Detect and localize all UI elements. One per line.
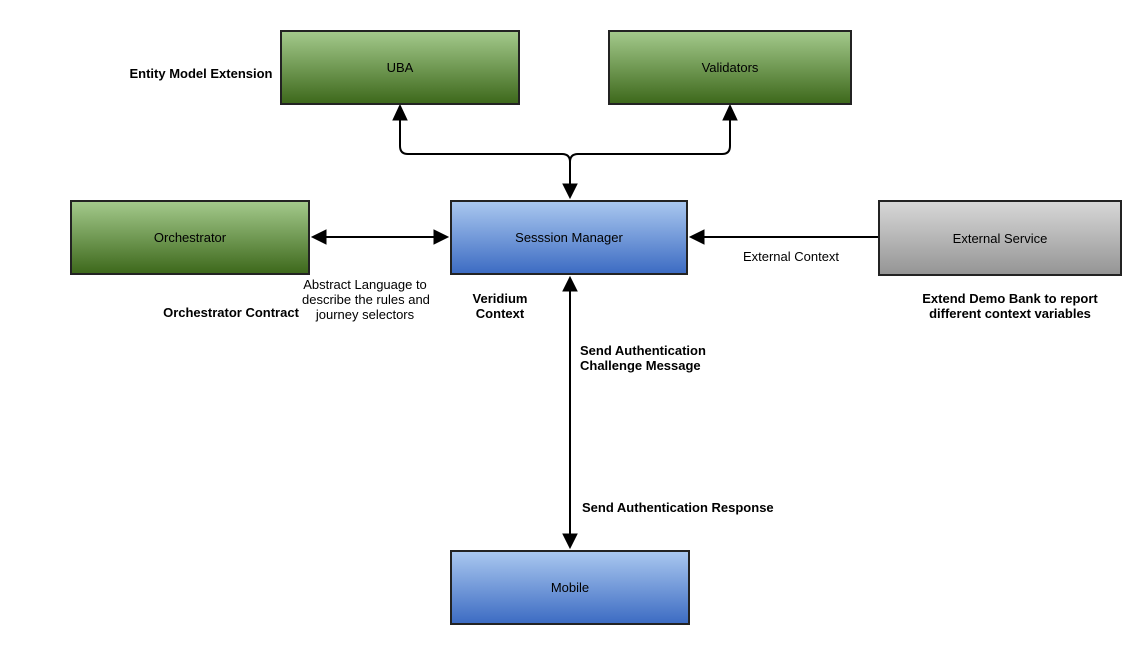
connector-session-to-uba-validators (392, 103, 738, 200)
node-session-manager-label: Sesssion Manager (515, 230, 623, 245)
arrowhead-up-icon (562, 275, 578, 292)
arrowhead-down-icon (562, 533, 578, 550)
arrowhead-left-icon (688, 229, 705, 245)
label-abstract-language: Abstract Language to describe the rules … (302, 277, 430, 322)
arrowhead-right-icon (433, 229, 450, 245)
node-mobile[interactable]: Mobile (450, 550, 690, 625)
connector-orchestrator-session (310, 229, 450, 245)
connector-external-session (688, 229, 878, 245)
label-line: Context (475, 306, 525, 321)
label-line: Abstract Language to (303, 277, 427, 292)
node-validators[interactable]: Validators (608, 30, 852, 105)
node-orchestrator-label: Orchestrator (153, 230, 227, 245)
node-external-service-label: External Service (952, 230, 1048, 246)
label-entity-model-extension: Entity Model Extension (129, 66, 273, 81)
arrowhead-down-icon (562, 183, 578, 200)
label-line: different context variables (929, 306, 1091, 321)
label-line: Send Authentication (580, 343, 706, 358)
connector-line (399, 117, 571, 184)
label-line: Challenge Message (580, 358, 701, 373)
label-extend-demo-bank: Extend Demo Bank to report different con… (920, 291, 1100, 321)
label-external-context: External Context (742, 249, 840, 264)
arrowhead-up-icon (392, 103, 408, 121)
label-send-auth-response: Send Authentication Response (582, 500, 774, 515)
connector-line (569, 117, 731, 163)
node-uba[interactable]: UBA (280, 30, 520, 105)
node-uba-label: UBA (386, 60, 414, 75)
node-mobile-label: Mobile (550, 580, 590, 595)
node-orchestrator[interactable]: Orchestrator (70, 200, 310, 275)
label-line: describe the rules and (302, 292, 430, 307)
node-external-service[interactable]: External Service (878, 200, 1122, 276)
label-send-auth-challenge: Send Authentication Challenge Message (580, 343, 706, 373)
label-veridium-context: Veridium Context (460, 291, 540, 321)
label-line: Veridium (472, 291, 528, 306)
node-session-manager[interactable]: Sesssion Manager (450, 200, 688, 275)
connector-session-mobile (562, 275, 578, 550)
arrowhead-left-icon (310, 229, 327, 245)
node-validators-label: Validators (701, 60, 759, 75)
label-line: journey selectors (315, 307, 415, 322)
arrowhead-up-icon (722, 103, 738, 121)
label-line: Extend Demo Bank to report (922, 291, 1098, 306)
label-orchestrator-contract: Orchestrator Contract (163, 305, 299, 320)
